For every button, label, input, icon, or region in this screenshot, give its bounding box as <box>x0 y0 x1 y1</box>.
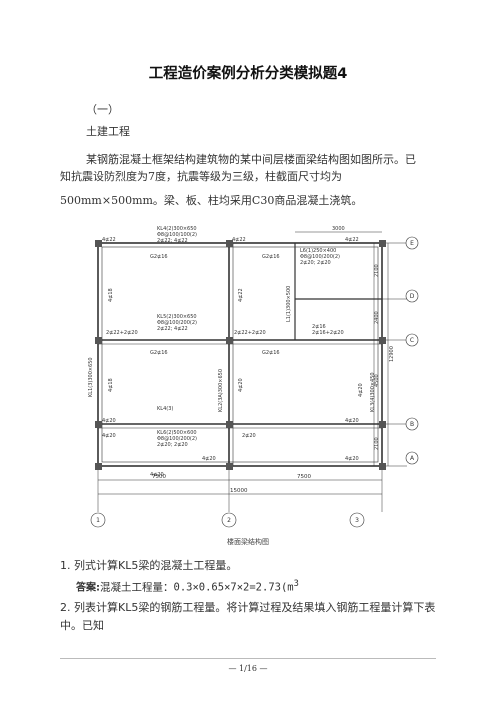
mark-a-bottom: 4⊈20 <box>150 472 164 478</box>
mark-b-left-2: 4⊈20 <box>102 433 116 439</box>
mark-mid-4-22: 4⊈22 <box>238 288 244 302</box>
mark-left-4-18-mid: 4⊈18 <box>108 378 114 392</box>
axis-label-1: 1 <box>96 517 100 524</box>
dim-bottom-2: 7500 <box>297 474 311 480</box>
mark-right-4-20: 4⊈20 <box>358 383 364 397</box>
mark-g2-right-mid: G2⊈16 <box>262 350 280 356</box>
mark-g2-left-mid: G2⊈16 <box>150 350 168 356</box>
beam-label-kl2: KL2(3A)300×650 <box>218 369 224 412</box>
question-2: 2. 列表计算KL5梁的钢筋工程量。将计算过程及结果填入钢筋工程量计算下表中。已… <box>60 601 436 632</box>
beam-label-kl1: KL1(3)300×650 <box>88 357 94 397</box>
beam-label-l1: L1(1)300×500 <box>286 286 292 322</box>
dim-right-1: 2100 <box>374 264 380 277</box>
mark-c-2-16x2: 2⊈16+2⊈20 <box>312 330 344 336</box>
axis-label-d: D <box>410 293 415 300</box>
mark-kl4-right: 4⊈22 <box>232 237 246 243</box>
intro-line-3: 500mm×500mm。梁、板、柱均采用C30商品混凝土浇筑。 <box>60 194 363 207</box>
answer-1: 答案:混凝土工程量：0.3×0.65×7×2=2.73(m3 <box>76 577 299 596</box>
beam-label-kl4-3: KL4(3) <box>157 406 173 412</box>
axis-label-2: 2 <box>227 517 231 524</box>
mark-a-mid: 4⊈20 <box>202 456 216 462</box>
axis-label-e: E <box>410 240 414 247</box>
beam-label-kl5: KL5(2)300×650 <box>157 314 197 320</box>
mark-b-2-20: 2⊈20 <box>242 433 256 439</box>
mark-g2-left-top: G2⊈16 <box>150 254 168 260</box>
axis-label-3: 3 <box>355 517 359 524</box>
answer-unit-sup: 3 <box>293 579 299 589</box>
mark-e-right: 4⊈22 <box>345 237 359 243</box>
mark-left-4-18-top: 4⊈18 <box>108 288 114 302</box>
dim-top-3000: 3000 <box>332 226 345 232</box>
footer-divider <box>60 658 436 659</box>
beam-structure-drawing: KL4(2)300×650 Φ8@100/100(2) 2⊈22; 4⊈22 4… <box>88 226 419 528</box>
mark-b-right: 4⊈20 <box>345 418 359 424</box>
mark-kl4-left: 4⊈22 <box>102 237 116 243</box>
beam-label-kl6: KL6(2)500×600 <box>157 430 197 436</box>
beam-label-kl4-top: KL4(2)300×650 <box>157 226 197 232</box>
axis-label-b: B <box>410 421 414 428</box>
mark-mid-4-20: 4⊈20 <box>238 378 244 392</box>
beam-label-kl4-top-c: 2⊈22; 4⊈22 <box>157 238 188 244</box>
dim-bottom-1: 7500 <box>152 474 166 480</box>
mark-c-2-16: 2⊈16 <box>312 324 326 330</box>
axis-label-a: A <box>410 455 415 462</box>
intro-line-1: 某钢筋混凝土框架结构建筑物的某中间层楼面梁结构图如图所示。已 <box>86 153 416 166</box>
beam-label-kl3: KL3(4)300×450 <box>370 372 376 412</box>
beam-label-l6-b: Φ8@100/200(2) <box>300 254 340 260</box>
mark-c-mid: 2⊈22+2⊈20 <box>234 330 266 336</box>
mark-g2-right-top: G2⊈16 <box>262 254 280 260</box>
beam-label-kl4-top-b: Φ8@100/100(2) <box>157 232 197 238</box>
beam-label-kl6-c: 2⊈20; 2⊈20 <box>157 442 188 448</box>
beam-label-kl6-b: Φ8@100/200(2) <box>157 436 197 442</box>
dim-right-3: 4500 <box>374 374 380 387</box>
dim-right-total: 12900 <box>389 346 395 362</box>
beam-label-kl5-c: 2⊈22; 4⊈22 <box>157 326 188 332</box>
page-number: — 1/16 — <box>228 664 268 673</box>
intro-line-2: 知抗震设防烈度为7度，抗震等级为三级，柱截面尺寸均为 <box>60 170 342 183</box>
dim-bottom-total: 15000 <box>230 488 248 494</box>
subsection-heading: 土建工程 <box>86 125 130 138</box>
beam-label-l6: L6(1)250×400 <box>300 248 336 254</box>
answer-label: 答案: <box>76 582 100 594</box>
question-1: 1. 列式计算KL5梁的混凝土工程量。 <box>60 559 238 572</box>
mark-b-left: 4⊈20 <box>102 418 116 424</box>
axis-label-c: C <box>410 337 414 344</box>
dim-right-2: 2400 <box>374 311 380 324</box>
beam-label-kl5-b: Φ8@100/200(2) <box>157 320 197 326</box>
mark-c-left: 2⊈22+2⊈20 <box>106 330 138 336</box>
doc-title: 工程造价案例分析分类模拟题4 <box>148 66 348 82</box>
figure-caption: 楼面梁结构图 <box>227 538 269 546</box>
beam-label-l6-c: 2⊈20; 2⊈20 <box>300 260 331 266</box>
answer-text: 混凝土工程量：0.3×0.65×7×2=2.73(m <box>100 581 294 594</box>
section-heading: （一） <box>86 103 119 116</box>
dim-right-4: 2100 <box>374 437 380 450</box>
mark-a-right: 4⊈20 <box>345 456 359 462</box>
